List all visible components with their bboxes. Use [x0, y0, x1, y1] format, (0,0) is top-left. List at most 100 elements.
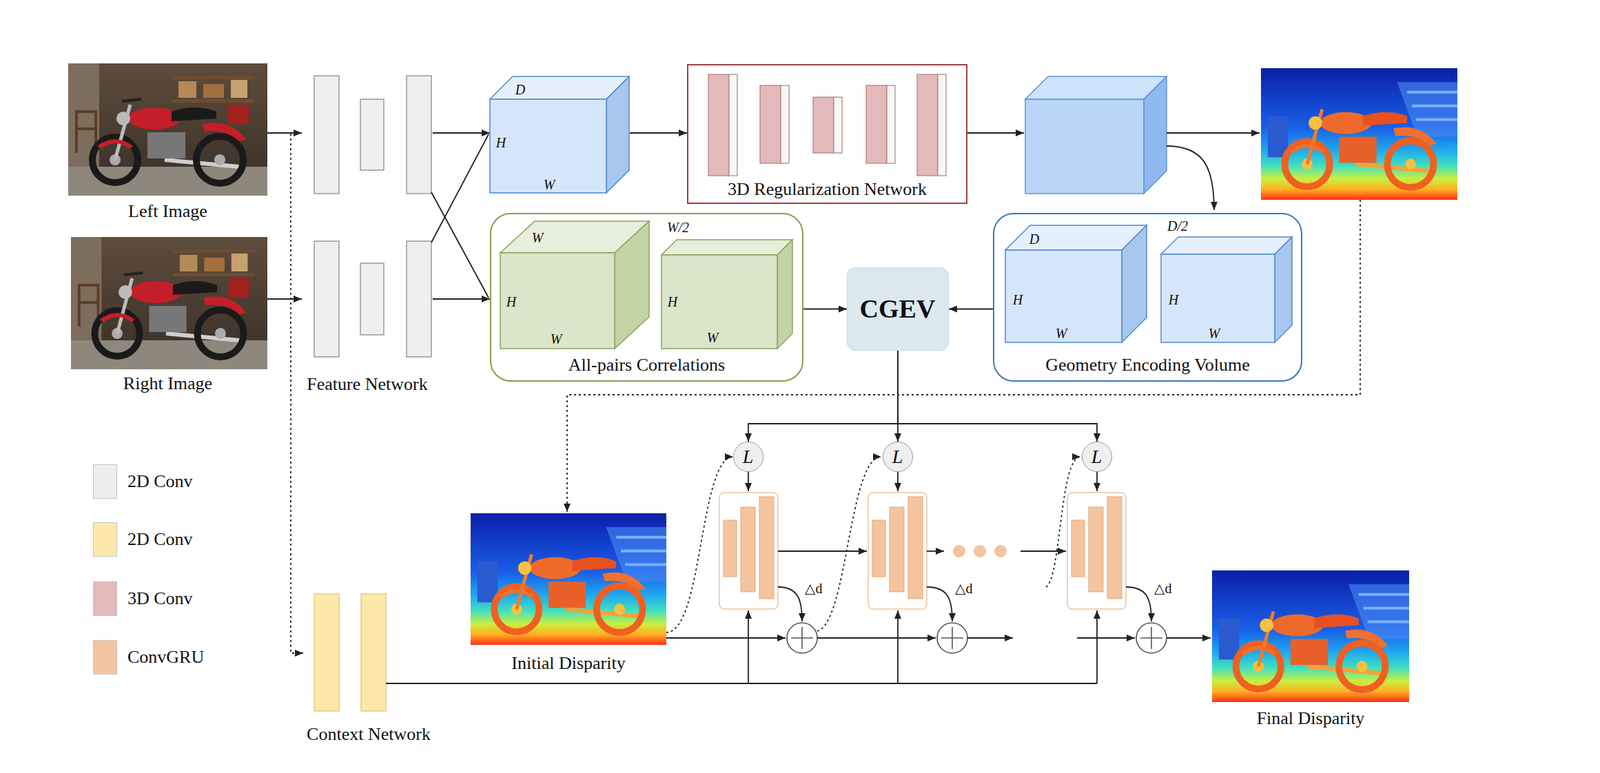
convgru-unit-part — [759, 496, 774, 599]
label-text: 3D Regularization Network — [727, 179, 927, 200]
label-text: D/2 — [1167, 218, 1188, 234]
ellipsis-dots — [952, 545, 1007, 558]
left-photo — [68, 63, 268, 196]
adder-symbol-part — [786, 622, 818, 654]
wires-part — [1125, 587, 1152, 622]
legend-swatch — [93, 581, 118, 617]
cube-face — [661, 239, 793, 255]
correlation-volume: WHW — [500, 221, 650, 350]
wires-part — [897, 610, 899, 684]
group-box: All-pairs CorrelationsWHWW/2HW — [489, 212, 804, 382]
label-text: H — [496, 135, 506, 151]
cube-face — [1161, 254, 1275, 343]
encoding-volume: DHW — [1005, 225, 1148, 344]
convgru-unit-part — [723, 520, 737, 577]
depth-map — [470, 513, 667, 645]
legend-row: ConvGRU — [127, 648, 204, 667]
text-holder: Geometry Encoding Volume — [1045, 356, 1250, 375]
image-node: Left Image — [68, 63, 268, 224]
wires — [666, 472, 1211, 684]
process-box: CGEV — [846, 267, 949, 351]
context-conv-blocks-part — [314, 593, 340, 712]
text-holder: W/2 — [667, 220, 690, 235]
image-node: Initial Disparity — [470, 513, 667, 676]
conv3d-blocks — [708, 74, 947, 176]
ellipsis-dots-part — [952, 545, 966, 558]
conv3d-blocks-part — [886, 85, 896, 164]
cross-wires-part — [431, 192, 489, 298]
convgru-unit-part — [908, 496, 923, 599]
feature-conv-blocks-part — [360, 99, 384, 171]
text-holder: 3D Regularization Network — [727, 180, 927, 199]
text-holder: Initial Disparity — [511, 654, 625, 673]
text-holder: D — [515, 82, 526, 97]
delta-label: △d — [1154, 581, 1172, 596]
text-holder: Final Disparity — [1256, 709, 1366, 728]
wires-part — [926, 587, 953, 622]
legend-row: 2D Conv — [127, 530, 193, 549]
adder-symbol — [786, 622, 1167, 654]
wires-part — [897, 472, 899, 492]
connector-arrow — [948, 308, 993, 311]
conv3d-blocks-part — [780, 85, 789, 164]
legend-text: 3D Conv — [127, 588, 193, 609]
wires-part — [666, 637, 786, 639]
cube-face — [661, 254, 778, 349]
cube-face — [489, 99, 607, 193]
image-node: Final Disparity — [1212, 570, 1410, 730]
cube-face — [1005, 250, 1122, 343]
label-text: D — [1029, 231, 1040, 247]
lookup-circle: L — [1081, 441, 1113, 473]
volume-cube-part — [1143, 76, 1167, 194]
conv3d-blocks-part — [833, 97, 843, 153]
wires-part — [926, 550, 945, 552]
text-holder: W — [550, 332, 563, 346]
wires-part — [1166, 132, 1260, 134]
cube-face — [1121, 225, 1147, 343]
image-node: Right Image — [68, 237, 268, 397]
conv3d-blocks-part — [729, 74, 738, 176]
convgru-unit-part — [719, 492, 778, 610]
feature-conv-blocks-part — [314, 241, 340, 357]
label-text: W — [1055, 325, 1068, 342]
connector-arrow — [432, 132, 490, 134]
delta-text: △d — [1154, 580, 1172, 597]
legend-row: 2D Conv — [127, 472, 193, 491]
legend-swatch — [93, 640, 118, 675]
cube-outline — [489, 76, 630, 194]
delta-text: △d — [804, 580, 823, 597]
label-text: L — [892, 445, 904, 468]
convgru-unit — [1067, 492, 1126, 610]
text-holder: L — [742, 447, 754, 467]
wires-part — [967, 132, 1024, 134]
wires-part — [777, 587, 803, 622]
cost-volume: DHW — [489, 76, 630, 194]
text-holder: W — [531, 230, 544, 245]
connector-arrow — [267, 132, 304, 654]
convgru-unit-part — [1088, 507, 1104, 592]
convgru-unit — [719, 492, 778, 610]
label-text: W — [706, 330, 719, 346]
feature-conv-blocks-part — [360, 263, 384, 335]
group-box: Geometry Encoding Volume DHWD/2HW — [992, 212, 1303, 382]
cube-outline — [1161, 217, 1293, 344]
lookup-circle: L — [882, 441, 914, 473]
cube-face — [606, 76, 630, 193]
label-text: L — [1091, 445, 1103, 468]
cube-face — [1274, 237, 1292, 343]
conv3d-blocks-part — [866, 85, 887, 164]
connector-arrow — [629, 132, 687, 134]
network-block: Feature Network — [301, 75, 433, 397]
cross-wires — [431, 134, 489, 298]
cube-face — [489, 76, 630, 100]
volume-cube-part — [1025, 76, 1167, 100]
conv3d-blocks-part — [813, 97, 834, 153]
label-text: Geometry Encoding Volume — [1045, 354, 1250, 375]
encoding-volume: D/2HW — [1161, 217, 1293, 344]
text-holder: L — [1091, 447, 1103, 467]
delta-label: △d — [955, 581, 973, 596]
feature-conv-blocks — [314, 75, 432, 357]
legend-row: 3D Conv — [127, 589, 193, 608]
